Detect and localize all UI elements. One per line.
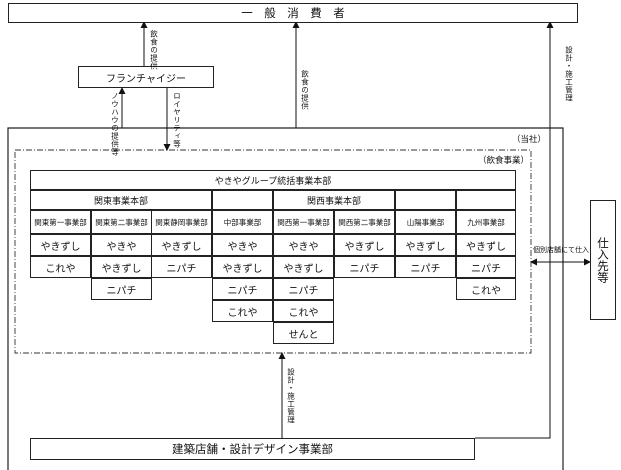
store-brand-cell: やきや	[91, 234, 152, 256]
royalty-label: ロイヤリティ等	[172, 92, 182, 148]
division-header: 関東第一事業部	[30, 210, 91, 234]
knowhow-label: ノウハウの提供等	[110, 92, 120, 156]
kyushu-hq-spacer	[456, 190, 516, 210]
store-brand-cell: ニパチ	[212, 278, 273, 300]
division-header: 関東第二事業部	[91, 210, 152, 234]
sanyo-hq-spacer	[395, 190, 456, 210]
food-provide-label-1: 飲食の提供	[149, 30, 159, 70]
supplier-box: 仕入先等	[590, 200, 616, 320]
design-label-top: 設計・施工管理	[564, 46, 574, 102]
division-header: 九州事業部	[456, 210, 516, 234]
division-header: 関東静岡事業部	[151, 210, 212, 234]
store-brand-cell: やきずし	[91, 256, 152, 278]
group-hq-label: やきやグループ統括事業本部	[214, 176, 332, 187]
store-brand-cell: これや	[30, 256, 91, 278]
kansai-hq-box: 関西事業本部	[273, 190, 395, 210]
kansai-hq-label: 関西事業本部	[306, 196, 361, 207]
chubu-hq-spacer	[212, 190, 273, 210]
consumer-label: 一 般 消 費 者	[241, 6, 345, 20]
kanto-hq-label: 関東事業本部	[93, 196, 148, 207]
store-brand-cell: ニパチ	[395, 256, 456, 278]
store-brand-cell: やきずし	[456, 234, 516, 256]
store-brand-cell: やきずし	[273, 256, 334, 278]
food-provide-label-2: 飲食の提供	[300, 70, 310, 110]
store-brand-cell: これや	[212, 300, 273, 322]
group-hq-box: やきやグループ統括事業本部	[30, 170, 516, 190]
store-brand-cell: やきずし	[30, 234, 91, 256]
food-business-label: （飲食事業）	[478, 156, 530, 166]
design-division-label: 建築店舗・設計デザイン事業部	[172, 442, 333, 456]
store-brand-cell: ニパチ	[273, 278, 334, 300]
design-label-bottom: 設計・施工管理	[286, 368, 296, 424]
division-header: 関西第二事業部	[334, 210, 395, 234]
purchase-label: 個別店舗にて仕入	[533, 246, 589, 254]
store-brand-cell: やきずし	[395, 234, 456, 256]
division-header: 中部事業部	[212, 210, 273, 234]
design-division-box: 建築店舗・設計デザイン事業部	[30, 438, 475, 460]
store-brand-cell: これや	[273, 300, 334, 322]
store-brand-cell: やきや	[273, 234, 334, 256]
store-brand-cell: ニパチ	[456, 256, 516, 278]
store-brand-cell: せんと	[273, 322, 334, 344]
franchisee-label: フランチャイジー	[106, 73, 186, 85]
store-brand-cell: これや	[456, 278, 516, 300]
store-brand-cell: やきや	[212, 234, 273, 256]
supplier-label: 仕入先等	[596, 237, 610, 283]
kanto-hq-box: 関東事業本部	[30, 190, 212, 210]
division-header: 関西第一事業部	[273, 210, 334, 234]
company-label: （当社）	[512, 135, 547, 145]
store-brand-cell: やきずし	[212, 256, 273, 278]
franchisee-box: フランチャイジー	[78, 66, 214, 88]
division-header: 山陽事業部	[395, 210, 456, 234]
store-brand-cell: ニパチ	[151, 256, 212, 278]
store-brand-cell: ニパチ	[91, 278, 152, 300]
consumer-box: 一 般 消 費 者	[8, 3, 578, 23]
store-brand-cell: やきずし	[334, 234, 395, 256]
store-brand-cell: やきずし	[151, 234, 212, 256]
store-brand-cell: ニパチ	[334, 256, 395, 278]
